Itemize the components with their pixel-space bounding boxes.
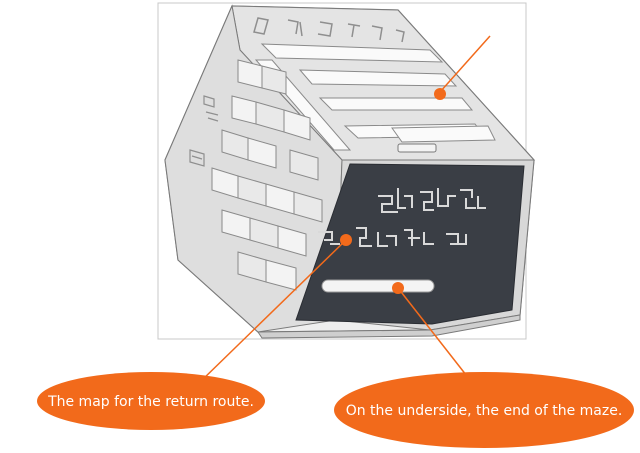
leader-line-map (199, 239, 347, 383)
top-face-lettering (253, 17, 405, 43)
return-route-map-pattern (318, 188, 486, 247)
callout-maze-end-label: On the underside, the end of the maze. (346, 403, 623, 419)
marker-dot-end (392, 282, 404, 294)
callout-bubble-maze-end (334, 372, 634, 448)
callout-bubble-return-map (37, 372, 265, 430)
left-maze-walls (211, 59, 323, 291)
callout-return-map-label: The map for the return route. (47, 394, 254, 410)
leader-line-end (397, 287, 471, 381)
leader-line-top (439, 35, 491, 93)
left-face-markings (189, 95, 219, 167)
top-slot (397, 143, 437, 153)
marker-dot-map (340, 234, 352, 246)
marker-dot-top (434, 88, 446, 100)
callout-leaders (199, 35, 491, 383)
maze-end-slot (321, 279, 435, 293)
